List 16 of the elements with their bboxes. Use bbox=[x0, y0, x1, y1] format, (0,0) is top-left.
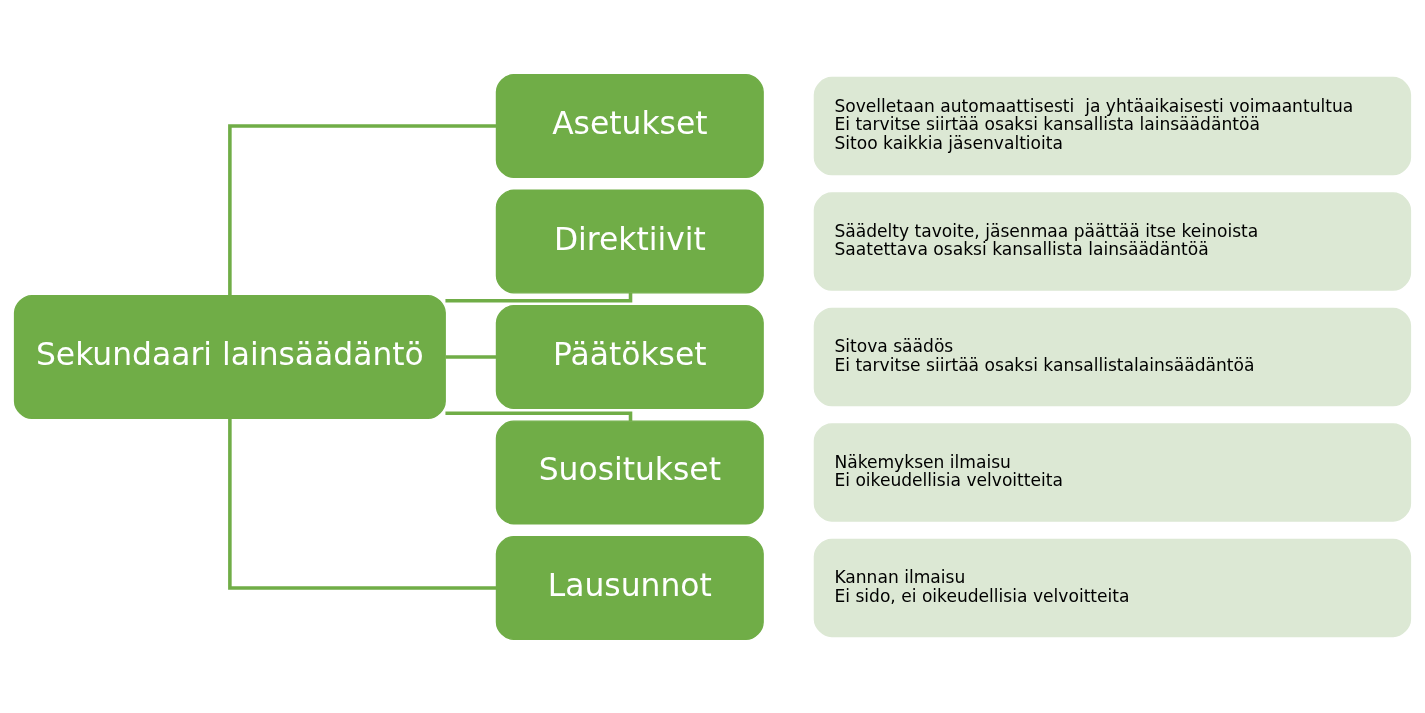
connector bbox=[445, 411, 633, 421]
connector bbox=[228, 123, 497, 295]
node-box: Sovelletaan automaattisesti ja yhtäaikaisesti voimaantultua Ei tarvitse siirtää osaksi kansallista lainsäädäntöä Sitoo kaikkia jäsenvaltioita bbox=[813, 76, 1412, 175]
connector bbox=[228, 418, 497, 590]
node-box: Näkemyksen ilmaisu Ei oikeudellisia velvoitteita bbox=[813, 422, 1412, 522]
node-box: Kannan ilmaisu Ei sido, ei oikeudellisia velvoitteita bbox=[813, 538, 1412, 637]
node-box: Sekundaari lainsäädäntö bbox=[13, 294, 446, 419]
node-box: Direktiivit bbox=[495, 188, 764, 294]
node-box: Lausunnot bbox=[495, 535, 764, 640]
connector bbox=[445, 354, 497, 359]
node-box: Sitova säädös Ei tarvitse siirtää osaksi kansallistalainsäädäntöä bbox=[813, 307, 1412, 406]
connector bbox=[445, 292, 633, 302]
node-box: Asetukset bbox=[495, 73, 764, 178]
node-box: Päätökset bbox=[495, 304, 764, 409]
node-box: Säädelty tavoite, jäsenmaa päättää itse keinoista Saatettava osaksi kansallista lainsäädäntöä bbox=[813, 191, 1412, 291]
node-box: Suositukset bbox=[495, 419, 764, 525]
